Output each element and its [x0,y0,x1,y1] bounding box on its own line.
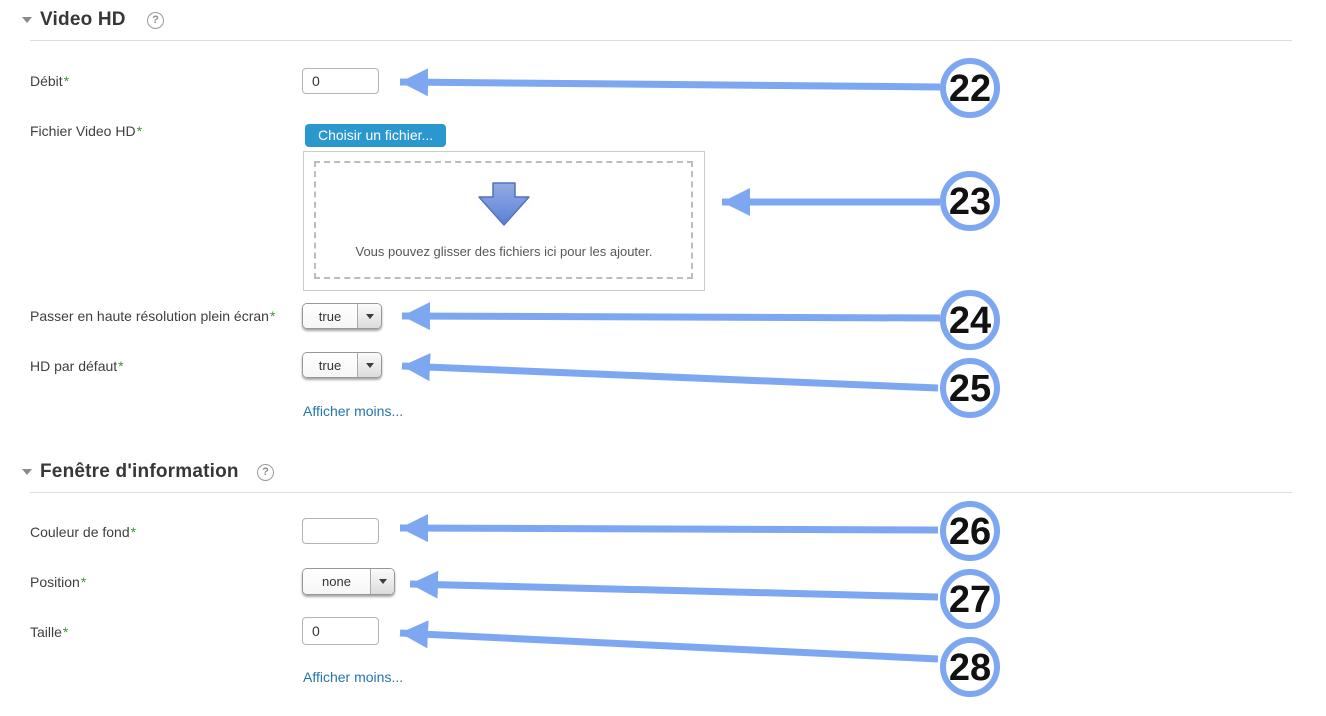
hd-default-select[interactable]: true [302,352,382,378]
annotation-number: 26 [949,511,991,553]
choose-file-button[interactable]: Choisir un fichier... [305,124,447,147]
collapse-icon[interactable] [22,17,32,23]
chevron-down-icon [370,569,394,594]
circle-25 [940,358,1000,418]
arrow-22 [399,68,941,97]
circle-27 [940,569,1000,629]
section-title: Fenêtre d'information [40,461,239,482]
field-label-position: Position* [30,574,87,590]
annotation-number: 27 [949,579,991,621]
circle-22 [940,58,1000,118]
annotation-circles: 22 23 24 25 26 27 28 [940,58,1000,697]
download-arrow-icon [478,182,530,226]
required-asterisk: * [130,524,137,540]
required-asterisk: * [118,358,124,374]
circle-24 [940,290,1000,350]
section-divider [30,492,1292,493]
show-less-link[interactable]: Afficher moins... [303,403,404,419]
circle-23 [940,171,1000,231]
position-select[interactable]: none [302,568,395,595]
help-icon[interactable]: ? [147,12,164,29]
field-label-fichier: Fichier Video HD* [30,123,143,139]
background-color-input[interactable] [302,518,379,544]
arrow-28 [399,620,939,663]
field-label-hd-defaut: HD par défaut* [30,358,124,374]
size-input[interactable] [302,617,379,645]
required-asterisk: * [62,624,69,640]
arrow-27 [409,570,939,601]
annotation-number: 22 [949,68,991,110]
select-value: none [303,569,370,594]
required-asterisk: * [269,308,276,324]
chevron-down-icon [357,353,381,377]
section-title: Video HD [40,9,126,30]
field-label-taille: Taille* [30,624,69,640]
fullscreen-hd-select[interactable]: true [302,303,382,329]
required-asterisk: * [136,123,143,139]
field-label-passer-hd: Passer en haute résolution plein écran* [30,308,276,324]
circle-26 [940,501,1000,561]
circle-28 [940,637,1000,697]
dropzone-dashed-border [314,161,693,279]
select-value: true [303,304,357,328]
annotation-number: 24 [949,300,991,342]
annotation-number: 23 [949,181,991,223]
file-dropzone[interactable]: Vous pouvez glisser des fichiers ici pou… [303,151,705,291]
annotation-number: 28 [949,647,991,689]
chevron-down-icon [357,304,381,328]
show-less-link[interactable]: Afficher moins... [303,669,404,685]
arrow-24 [401,302,941,331]
debit-input[interactable] [302,68,379,94]
field-label-couleur: Couleur de fond* [30,524,137,540]
arrow-26 [399,514,939,543]
section-divider [30,40,1292,41]
field-label-debit: Débit* [30,73,70,89]
help-icon[interactable]: ? [257,464,274,481]
required-asterisk: * [80,574,87,590]
dropzone-hint-text: Vous pouvez glisser des fichiers ici pou… [355,244,653,259]
select-value: true [303,353,357,377]
collapse-icon[interactable] [22,469,32,475]
annotation-number: 25 [949,368,991,410]
required-asterisk: * [63,73,70,89]
arrow-25 [401,353,939,392]
